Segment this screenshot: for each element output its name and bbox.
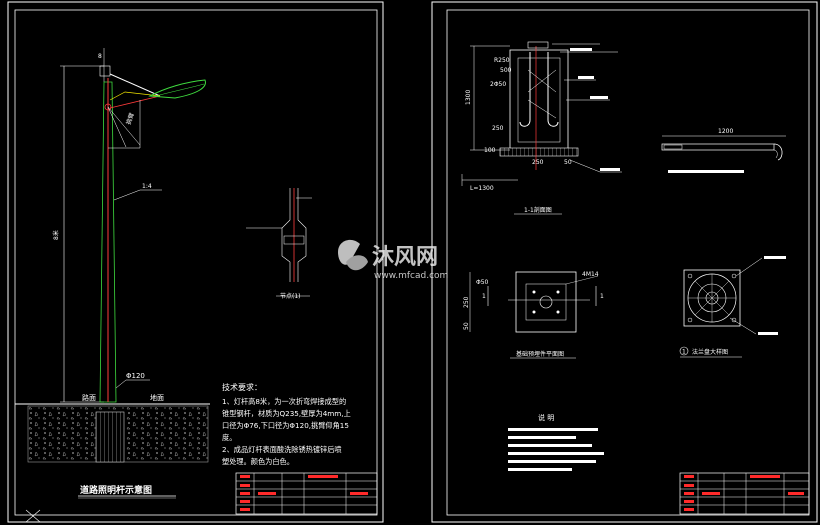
section-dim-r: R250 [494, 57, 510, 64]
left-sheet-outer-frame [7, 1, 384, 523]
plan-dim-250: 250 [463, 296, 470, 308]
pole-height-dim: 8米 [52, 230, 60, 240]
section-dim-height: 1300 [465, 90, 472, 105]
right-notes-lines [508, 428, 604, 471]
anchor-dim: 1200 [718, 128, 733, 135]
lamp-head [148, 79, 206, 99]
right-title-block [679, 472, 810, 515]
notes-line-2: 锥型钢杆，材质为Q235,壁厚为4mm,上 [222, 409, 351, 418]
pole-diameter-label: Φ120 [126, 372, 145, 380]
foundation-block [95, 411, 125, 463]
pole-top-dim: 8 [98, 53, 102, 60]
left-caption: 道路照明杆示意图 [80, 484, 152, 496]
section-dim-250: 250 [492, 125, 504, 132]
section-dim-2050: 2Φ50 [490, 81, 506, 88]
anchor-bolt-detail: 1200 [661, 128, 786, 173]
watermark-brand: 沐风网 [372, 245, 438, 270]
right-notes-title: 说 明 [538, 413, 554, 422]
notes-line-6: 塑处理。颜色为白色。 [222, 457, 294, 466]
notes-line-4: 度。 [222, 433, 236, 442]
base-plan: 250 50 Φ50 4M14 1 1 [463, 271, 604, 333]
detail-label: 节点(1) [280, 292, 301, 300]
notes-line-3: 口径为Φ76,下口径为Φ120,挑臂仰角15 [222, 421, 349, 430]
plan-mark-left: 1 [482, 293, 486, 300]
pole-section-label: 1:4 [142, 183, 152, 190]
section-dim-500: 500 [500, 67, 512, 74]
left-title-block [235, 472, 378, 515]
section-dim-100: 100 [484, 147, 496, 154]
notes-title: 技术要求： [222, 382, 262, 392]
section-1-1: 1300 500 R250 2Φ50 250 100 250 50 L=1300 [461, 41, 622, 192]
watermark-logo-icon [338, 239, 360, 265]
plan-mark-right: 1 [600, 293, 604, 300]
flange-detail [683, 256, 786, 335]
left-sheet-inner-frame [14, 9, 378, 516]
section-caption: 1-1剖面图 [524, 206, 552, 214]
flange-caption: 法兰盘大样图 [692, 348, 728, 356]
notes-line-5: 2、成品灯杆表面酸洗除锈热镀锌后喷 [222, 445, 342, 454]
detail-node: 节点(1) [246, 188, 312, 300]
plan-label-50: Φ50 [476, 279, 489, 286]
pole-shaft-outline [99, 81, 117, 403]
flange-mark: 1 [682, 349, 686, 356]
plan-dim-50: 50 [463, 322, 470, 330]
plan-caption: 基础预埋件平面图 [516, 350, 564, 358]
ucs-axis-icon [25, 509, 41, 523]
plan-label-4m: 4M14 [582, 271, 599, 278]
notes-line-1: 1、灯杆高8米，为一次折弯焊接成型的 [222, 397, 346, 406]
ground-right-label: 地面 [150, 393, 164, 402]
section-dim-base: 250 [532, 159, 544, 166]
watermark-url: www.mfcad.com [374, 271, 448, 281]
pole-elevation: 8米 8 挑臂 1:4 Φ120 [52, 48, 206, 403]
section-dim-l: L=1300 [470, 185, 494, 192]
right-sheet-inner-frame [446, 9, 810, 516]
watermark: 沐风网 www.mfcad.com [338, 239, 448, 281]
technical-notes: 技术要求： 1、灯杆高8米，为一次折弯焊接成型的 锥型钢杆，材质为Q235,壁厚… [222, 382, 351, 466]
right-sheet-outer-frame [431, 1, 818, 523]
ground-section: 路面 地面 [15, 393, 210, 463]
section-dim-50: 50 [564, 159, 572, 166]
ground-left-label: 路面 [82, 393, 96, 402]
arm-label: 挑臂 [124, 112, 136, 126]
